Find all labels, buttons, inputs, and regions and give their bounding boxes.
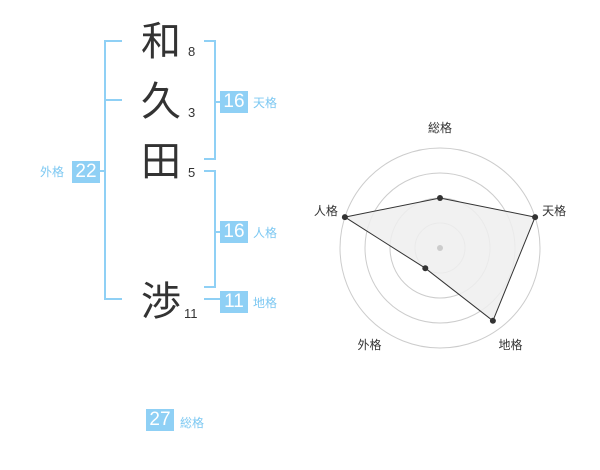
chikaku-score: 11: [220, 291, 248, 313]
chikaku-label: 地格: [253, 296, 278, 310]
tenkaku-bracket: [204, 40, 216, 160]
stroke-count-3: 5: [188, 165, 196, 180]
tenkaku-connector: [214, 101, 222, 103]
radar-center-dot: [437, 245, 443, 251]
stroke-count-2: 3: [188, 105, 196, 120]
chikaku-connector: [204, 298, 222, 300]
name-char-3: 田: [141, 139, 181, 185]
soukaku-label: 総格: [180, 416, 205, 430]
radar-axis-label-5: 人格: [314, 203, 338, 218]
stroke-count-1: 8: [188, 44, 196, 59]
name-char-2: 久: [141, 79, 181, 125]
radar-point-4: [422, 265, 429, 272]
gaikaku-bracket-connector: [100, 170, 106, 172]
radar-axis-label-1: 総格: [428, 120, 452, 135]
name-char-4: 渉: [141, 279, 181, 325]
radar-point-3: [489, 317, 496, 324]
radar-grid-ring-4: [339, 147, 541, 349]
gaikaku-label: 外格: [40, 165, 65, 179]
radar-point-2: [532, 214, 539, 221]
soukaku-score: 27: [146, 409, 174, 431]
radar-point-1: [437, 195, 443, 201]
radar-axis-label-3: 地格: [498, 337, 522, 352]
stroke-count-4: 11: [184, 306, 198, 321]
jinkaku-connector: [214, 231, 222, 233]
jinkaku-bracket: [204, 170, 216, 288]
tenkaku-score: 16: [220, 91, 248, 113]
jinkaku-score: 16: [220, 221, 248, 243]
name-char-1: 和: [141, 19, 181, 65]
gaikaku-score: 22: [72, 161, 100, 183]
gaikaku-bracket-mid-tick: [104, 99, 122, 101]
radar-axis-label-4: 外格: [357, 337, 381, 352]
radar-area: [343, 197, 536, 322]
radar-axis-label-2: 天格: [542, 203, 566, 218]
jinkaku-label: 人格: [253, 226, 278, 240]
tenkaku-label: 天格: [253, 96, 278, 110]
radar-point-5: [341, 214, 348, 221]
